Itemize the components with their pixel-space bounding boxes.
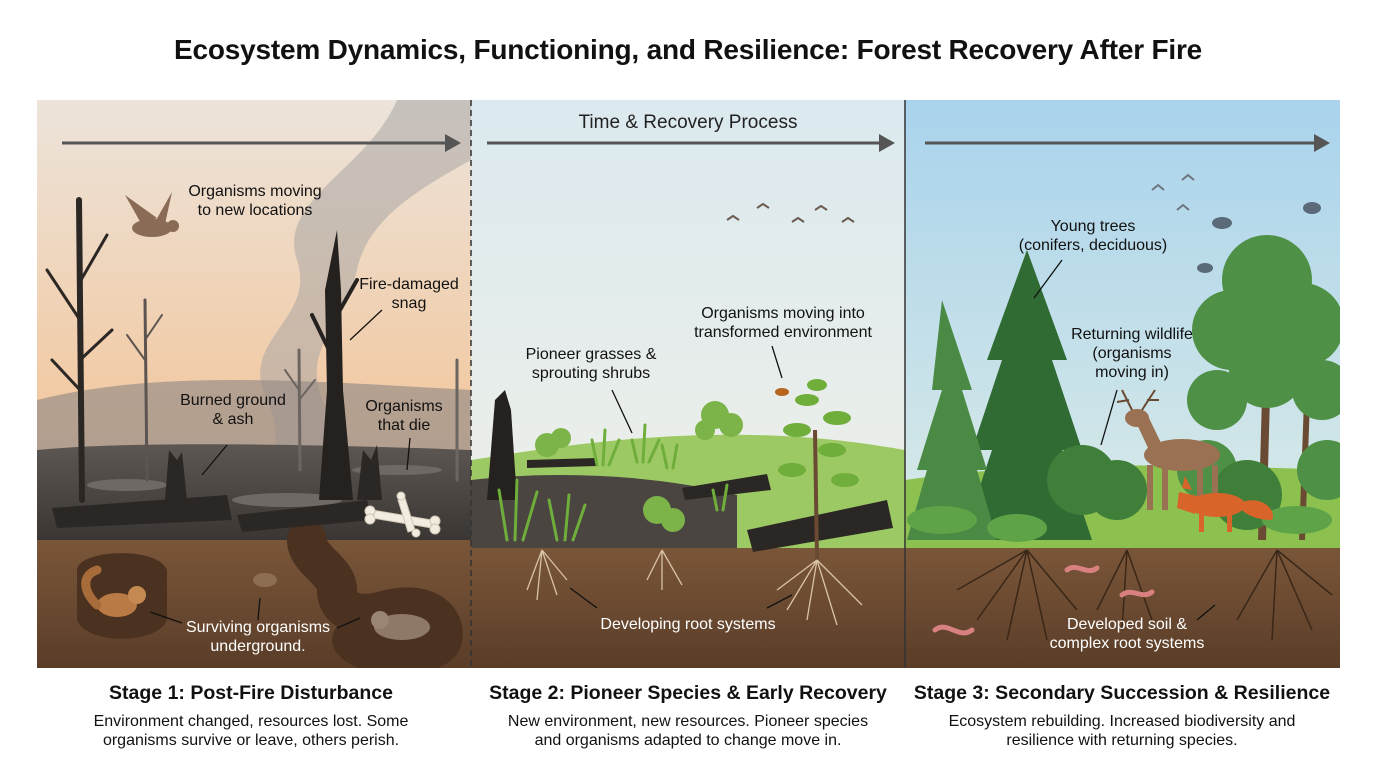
label-pioneer-grasses: Pioneer grasses &	[526, 346, 657, 363]
label-developing-roots: Developing root systems	[600, 616, 775, 633]
stage-3-title: Stage 3: Secondary Succession & Resilien…	[913, 682, 1331, 704]
stage-1-description-line-2: organisms survive or leave, others peris…	[102, 732, 400, 749]
stage-3-labels: Young trees (conifers, deciduous) Return…	[1019, 218, 1205, 652]
label-returning-wildlife: Returning wildlife	[1071, 326, 1193, 343]
label-organisms-moving: Organisms moving	[188, 183, 321, 200]
stage-3-description-line-2: resilience with returning species.	[1006, 732, 1238, 749]
label-fire-damaged-snag-2: snag	[392, 295, 427, 312]
label-young-trees-2: (conifers, deciduous)	[1019, 237, 1168, 254]
label-developed-soil-2: complex root systems	[1050, 635, 1205, 652]
label-young-trees: Young trees	[1051, 218, 1136, 235]
label-organisms-die: Organisms	[365, 398, 442, 415]
label-pioneer-grasses-2: sprouting shrubs	[532, 365, 650, 382]
panel-dividers	[470, 100, 906, 668]
stage-1-description-line-1: Environment changed, resources lost. Som…	[93, 713, 409, 730]
label-organisms-moving-into-2: transformed environment	[694, 324, 872, 341]
stage-1-description: Environment changed, resources lost. Som…	[36, 712, 466, 750]
stage-1-panel	[37, 100, 471, 668]
label-organisms-moving-into: Organisms moving into	[701, 305, 865, 322]
stage-2-labels: Pioneer grasses & sprouting shrubs Organ…	[526, 305, 873, 633]
forest-recovery-illustration: Time & Recovery Process Organisms moving…	[37, 100, 1340, 668]
stage-2-panel	[471, 100, 905, 668]
stage-2-description-line-2: and organisms adapted to change move in.	[534, 732, 842, 749]
label-burned-ground: Burned ground	[180, 392, 286, 409]
stage-1-labels: Organisms moving to new locations Fire-d…	[180, 183, 459, 655]
stage-3-description-line-1: Ecosystem rebuilding. Increased biodiver…	[948, 713, 1296, 730]
page-title: Ecosystem Dynamics, Functioning, and Res…	[173, 34, 1203, 65]
label-surviving-organisms: Surviving organisms	[186, 619, 330, 636]
label-organisms-die-2: that die	[378, 417, 431, 434]
stage-1-title: Stage 1: Post-Fire Disturbance	[109, 682, 393, 704]
label-returning-wildlife-2: (organisms	[1092, 345, 1171, 362]
label-surviving-organisms-2: underground.	[210, 638, 305, 655]
stage-2-description: New environment, new resources. Pioneer …	[473, 712, 903, 750]
stage-2-description-line-1: New environment, new resources. Pioneer …	[507, 713, 869, 730]
label-developed-soil: Developed soil &	[1067, 616, 1187, 633]
stage-2-title: Stage 2: Pioneer Species & Early Recover…	[489, 682, 887, 704]
timeline-label: Time & Recovery Process	[579, 112, 798, 133]
stage-3-description: Ecosystem rebuilding. Increased biodiver…	[907, 712, 1337, 750]
label-organisms-moving-2: to new locations	[198, 202, 313, 219]
label-burned-ground-2: & ash	[213, 411, 254, 428]
timeline-arrows	[62, 134, 1330, 152]
label-returning-wildlife-3: moving in)	[1095, 364, 1169, 381]
label-fire-damaged-snag: Fire-damaged	[359, 276, 459, 293]
stage-3-panel	[905, 100, 1340, 668]
